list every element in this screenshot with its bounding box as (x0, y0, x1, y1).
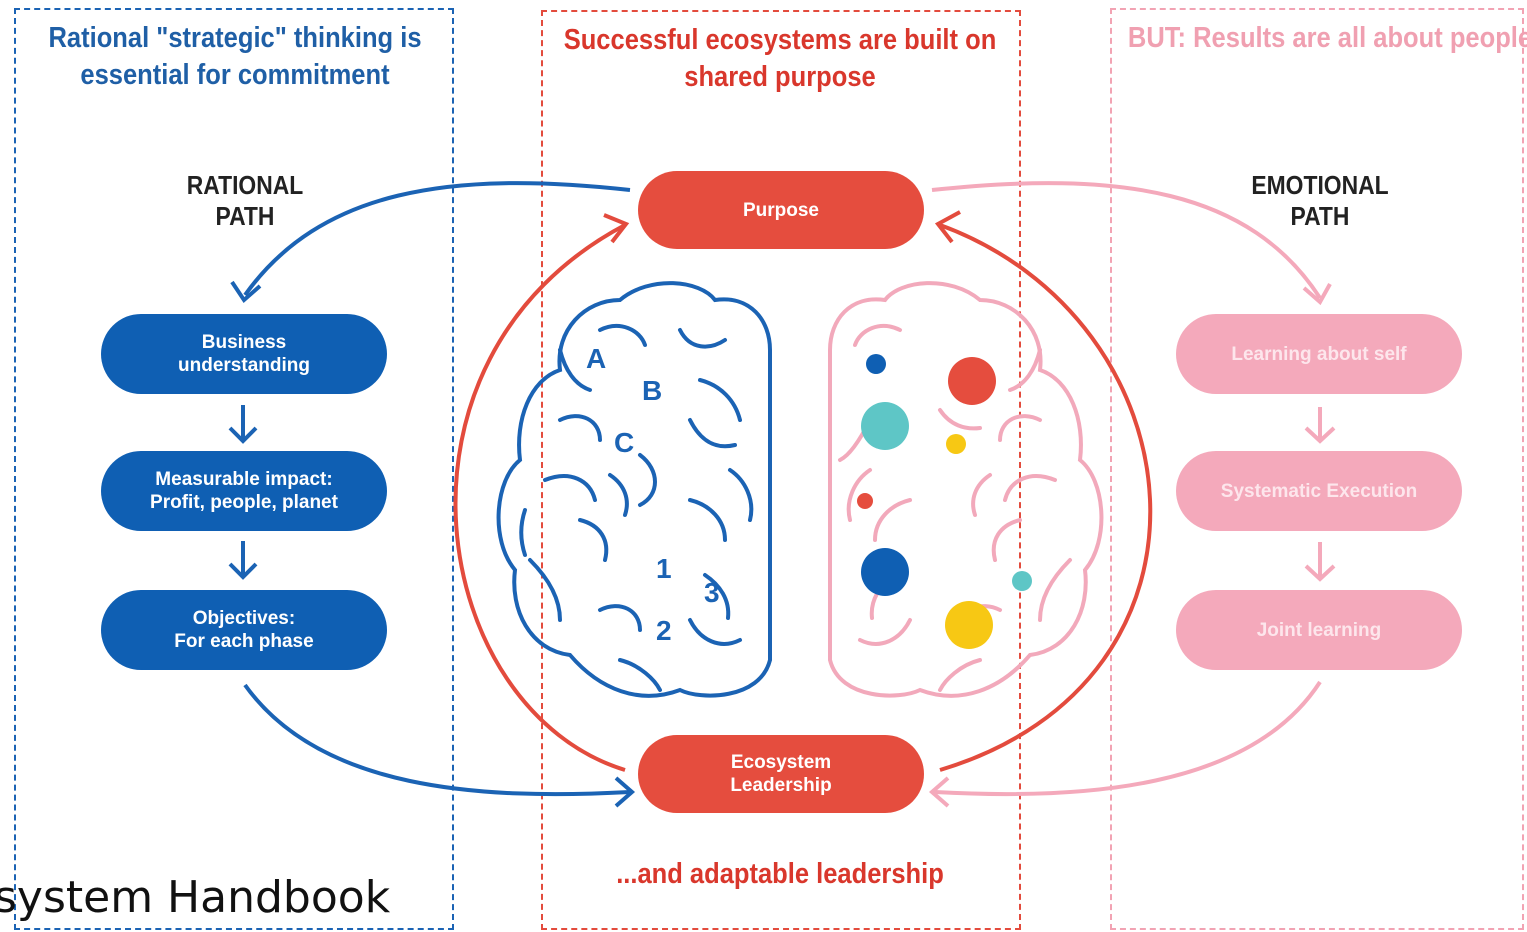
loop-right-head (934, 210, 961, 244)
arrowhead-learning (1302, 283, 1332, 306)
dot-yellow-small (946, 434, 966, 454)
dot-blue-small (866, 354, 886, 374)
emotional-panel (1110, 8, 1524, 930)
arrow-down-1 (228, 405, 258, 444)
joint-learning-node: Joint learning (1176, 590, 1462, 670)
rational-path-text: RATIONAL PATH (186, 170, 304, 231)
arrow-purpose-to-learning (931, 181, 1322, 300)
dot-teal-large (861, 402, 909, 450)
dot-blue-large (861, 548, 909, 596)
purpose-heading: Successful ecosystems are built on share… (563, 24, 997, 93)
brain-letter-c: C (614, 427, 634, 458)
emotional-brain-icon (828, 281, 1104, 698)
dot-yellow-large (945, 601, 993, 649)
rational-path-label: RATIONAL PATH (161, 170, 328, 232)
purpose-node: Purpose (638, 171, 924, 249)
objectives-node: Objectives: For each phase (101, 590, 387, 670)
emotional-path-label: EMOTIONAL PATH (1232, 170, 1408, 232)
measurable-impact-node: Measurable impact: Profit, people, plane… (101, 451, 387, 531)
brain-letter-a: A (586, 343, 606, 374)
emotional-heading: BUT: Results are all about people (1127, 22, 1527, 54)
arrow-down-2 (228, 541, 258, 580)
brain-number-2: 2 (656, 615, 672, 646)
emotional-path-text: EMOTIONAL PATH (1251, 170, 1389, 231)
dot-red-large (948, 357, 996, 405)
arrow-down-4 (1304, 542, 1336, 582)
brain-number-1: 1 (656, 553, 672, 584)
rational-panel (14, 8, 454, 930)
arrow-purpose-to-business (243, 181, 631, 297)
arrowhead-leadership-blue (614, 776, 636, 808)
dot-red-small (857, 493, 873, 509)
loop-left (453, 223, 626, 772)
loop-right (939, 223, 1153, 772)
loop-left-head (603, 213, 630, 244)
leadership-heading: ...and adaptable leadership (616, 858, 944, 890)
systematic-execution-node: Systematic Execution (1176, 451, 1462, 531)
ecosystem-leadership-node: Ecosystem Leadership (638, 735, 924, 813)
business-understanding-node: Business understanding (101, 314, 387, 394)
brain-letter-b: B (642, 375, 662, 406)
arrow-joint-to-leadership (934, 680, 1322, 797)
purpose-panel (541, 10, 1021, 930)
arrow-down-3 (1304, 407, 1336, 444)
handbook-caption: system Handbook (0, 872, 391, 923)
dot-teal-small (1012, 571, 1032, 591)
rational-brain-icon (496, 281, 772, 698)
arrowhead-business (230, 280, 262, 304)
arrow-objectives-to-leadership (243, 683, 631, 797)
rational-heading: Rational "strategic" thinking is essenti… (48, 22, 422, 91)
arrowhead-leadership-pink (928, 776, 950, 808)
brain-number-3: 3 (704, 577, 720, 608)
learning-about-self-node: Learning about self (1176, 314, 1462, 394)
